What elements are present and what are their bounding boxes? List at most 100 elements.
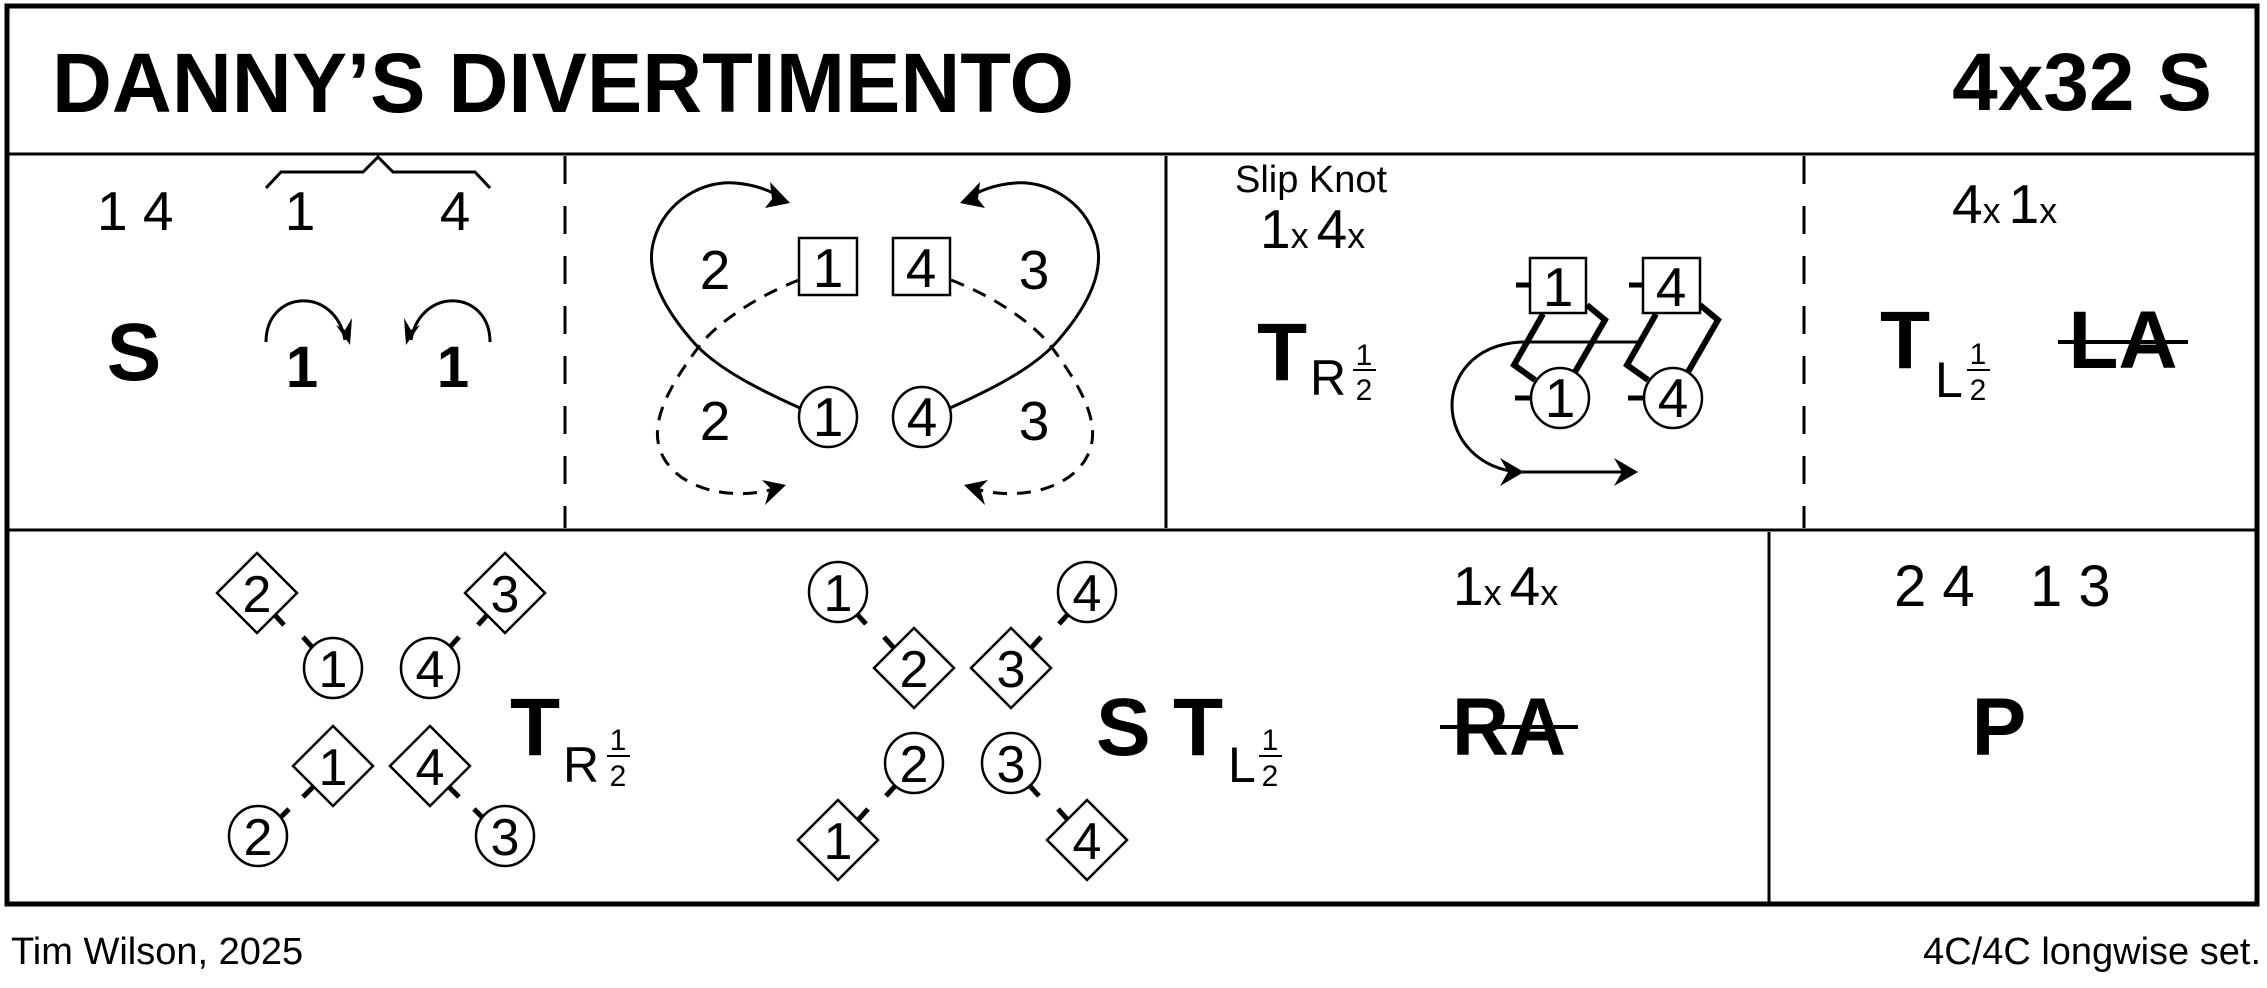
man-diamond-3 [969, 626, 1053, 710]
dancer-label: 2 [243, 566, 272, 624]
figure-turn: T [1880, 295, 1930, 386]
man-1-label: 1 [1543, 256, 1574, 318]
man-box-1 [797, 236, 859, 297]
path-dashed-right [950, 278, 1095, 496]
footer: Tim Wilson, 2025 4C/4C longwise set. [11, 931, 2261, 973]
dancer-label: 4 [1073, 813, 1102, 871]
man-4-label: 4 [1656, 256, 1687, 318]
arrowhead-icon [960, 182, 985, 208]
dancer-label: 4 [416, 739, 445, 797]
dance-formation: 4x32 S [1952, 37, 2212, 128]
man-diamond-3 [463, 551, 547, 635]
figure-turn-direction: L [1228, 737, 1256, 793]
dancer-label: 3 [491, 809, 520, 867]
facing-tick [1029, 635, 1043, 650]
woman-circle-4 [1642, 366, 1704, 430]
dancer-label: 1 [319, 641, 348, 699]
turn-clockwise-arc-icon [264, 299, 347, 343]
dancer-3-top: 3 [1019, 239, 1050, 301]
woman-circle-1 [797, 385, 859, 449]
arrowhead-icon [964, 480, 988, 505]
facing-tick [301, 635, 315, 650]
figure-turn-direction: R [1310, 350, 1346, 406]
brace-icon [264, 154, 492, 190]
arrowhead-icon [336, 318, 352, 345]
row1-panel2-paths: 2 1 4 3 2 1 4 3 [649, 181, 1101, 505]
fraction-denominator: 2 [610, 760, 627, 793]
arrowhead-icon [1500, 458, 1524, 486]
figure-promenade: P [1972, 682, 2027, 773]
hand-bar [1510, 312, 1546, 383]
man-box-1 [1528, 256, 1588, 315]
man-box-4 [891, 236, 952, 297]
row2-panel3: 2 4 1 3 P [1894, 554, 2111, 773]
woman-circle-2 [883, 731, 945, 795]
path-solid-right [949, 181, 1101, 410]
dancer-label: 2 [900, 641, 929, 699]
woman-4-label: 4 [907, 386, 938, 448]
woman-1-label: 1 [1545, 367, 1576, 429]
dancer-label: 3 [997, 641, 1026, 699]
turn-anticlockwise-arc-icon [409, 299, 492, 343]
facing-tick [301, 785, 315, 799]
man-4-label: 4 [906, 237, 937, 299]
facing-tick [447, 785, 461, 799]
hand-bar [1572, 302, 1609, 374]
arrowhead-icon [762, 480, 786, 505]
woman-circle-1 [807, 560, 869, 624]
row1-panel1-set: 1 4 1 4 S 1 1 [97, 154, 492, 400]
hand-bar [1623, 312, 1659, 383]
dancer-label: 3 [997, 736, 1026, 794]
dancer-label: 1 [824, 565, 853, 623]
man-1-label: 1 [813, 237, 844, 299]
facing-tick [1027, 783, 1041, 798]
frame [4, 3, 2260, 907]
path-loop [1450, 340, 1522, 474]
path-solid-left [649, 181, 801, 410]
woman-circle-3 [474, 804, 536, 868]
author-credit: Tim Wilson, 2025 [11, 931, 303, 973]
man-diamond-2 [215, 551, 299, 635]
dancer-label: 4 [1073, 565, 1102, 623]
woman-circle-4 [891, 385, 953, 449]
figure-caption: Slip Knot [1235, 159, 1388, 201]
row2-panel1: 2 3 1 4 1 4 2 3 T R 1 2 [215, 551, 630, 868]
figure-set: S [107, 307, 162, 398]
dancer-label: 1 [319, 739, 348, 797]
brace-left-label: 1 [285, 180, 316, 242]
facing-tick [882, 635, 896, 650]
facing-tick [884, 783, 898, 798]
couples-right: 1 3 [2030, 554, 2111, 619]
set-description: 4C/4C longwise set. [1923, 931, 2261, 973]
facing-tick [856, 807, 870, 822]
man-diamond-1 [796, 798, 880, 882]
outer-border [4, 3, 2260, 907]
figure-turn: T [510, 682, 560, 773]
figure-set: S [1096, 682, 1151, 773]
man-diamond-1 [291, 724, 375, 808]
woman-circle-4 [399, 636, 461, 700]
turn-left-label: 1 [286, 335, 318, 400]
man-diamond-2 [872, 626, 956, 710]
dancer-label: 2 [900, 736, 929, 794]
dancer-3-bottom: 3 [1019, 390, 1050, 452]
figure-turn-direction: L [1935, 352, 1963, 408]
fraction-denominator: 2 [1356, 374, 1373, 407]
fraction-numerator: 1 [1356, 339, 1373, 372]
fraction-denominator: 2 [1970, 374, 1987, 407]
fraction-numerator: 1 [1262, 724, 1279, 757]
man-diamond-4 [388, 724, 472, 808]
dancer-label: 4 [416, 641, 445, 699]
woman-1-label: 1 [813, 386, 844, 448]
woman-circle-3 [980, 731, 1042, 795]
woman-circle-1 [302, 636, 364, 700]
dancer-2-top: 2 [700, 239, 731, 301]
dancer-label: 2 [244, 809, 273, 867]
woman-circle-2 [227, 804, 289, 868]
